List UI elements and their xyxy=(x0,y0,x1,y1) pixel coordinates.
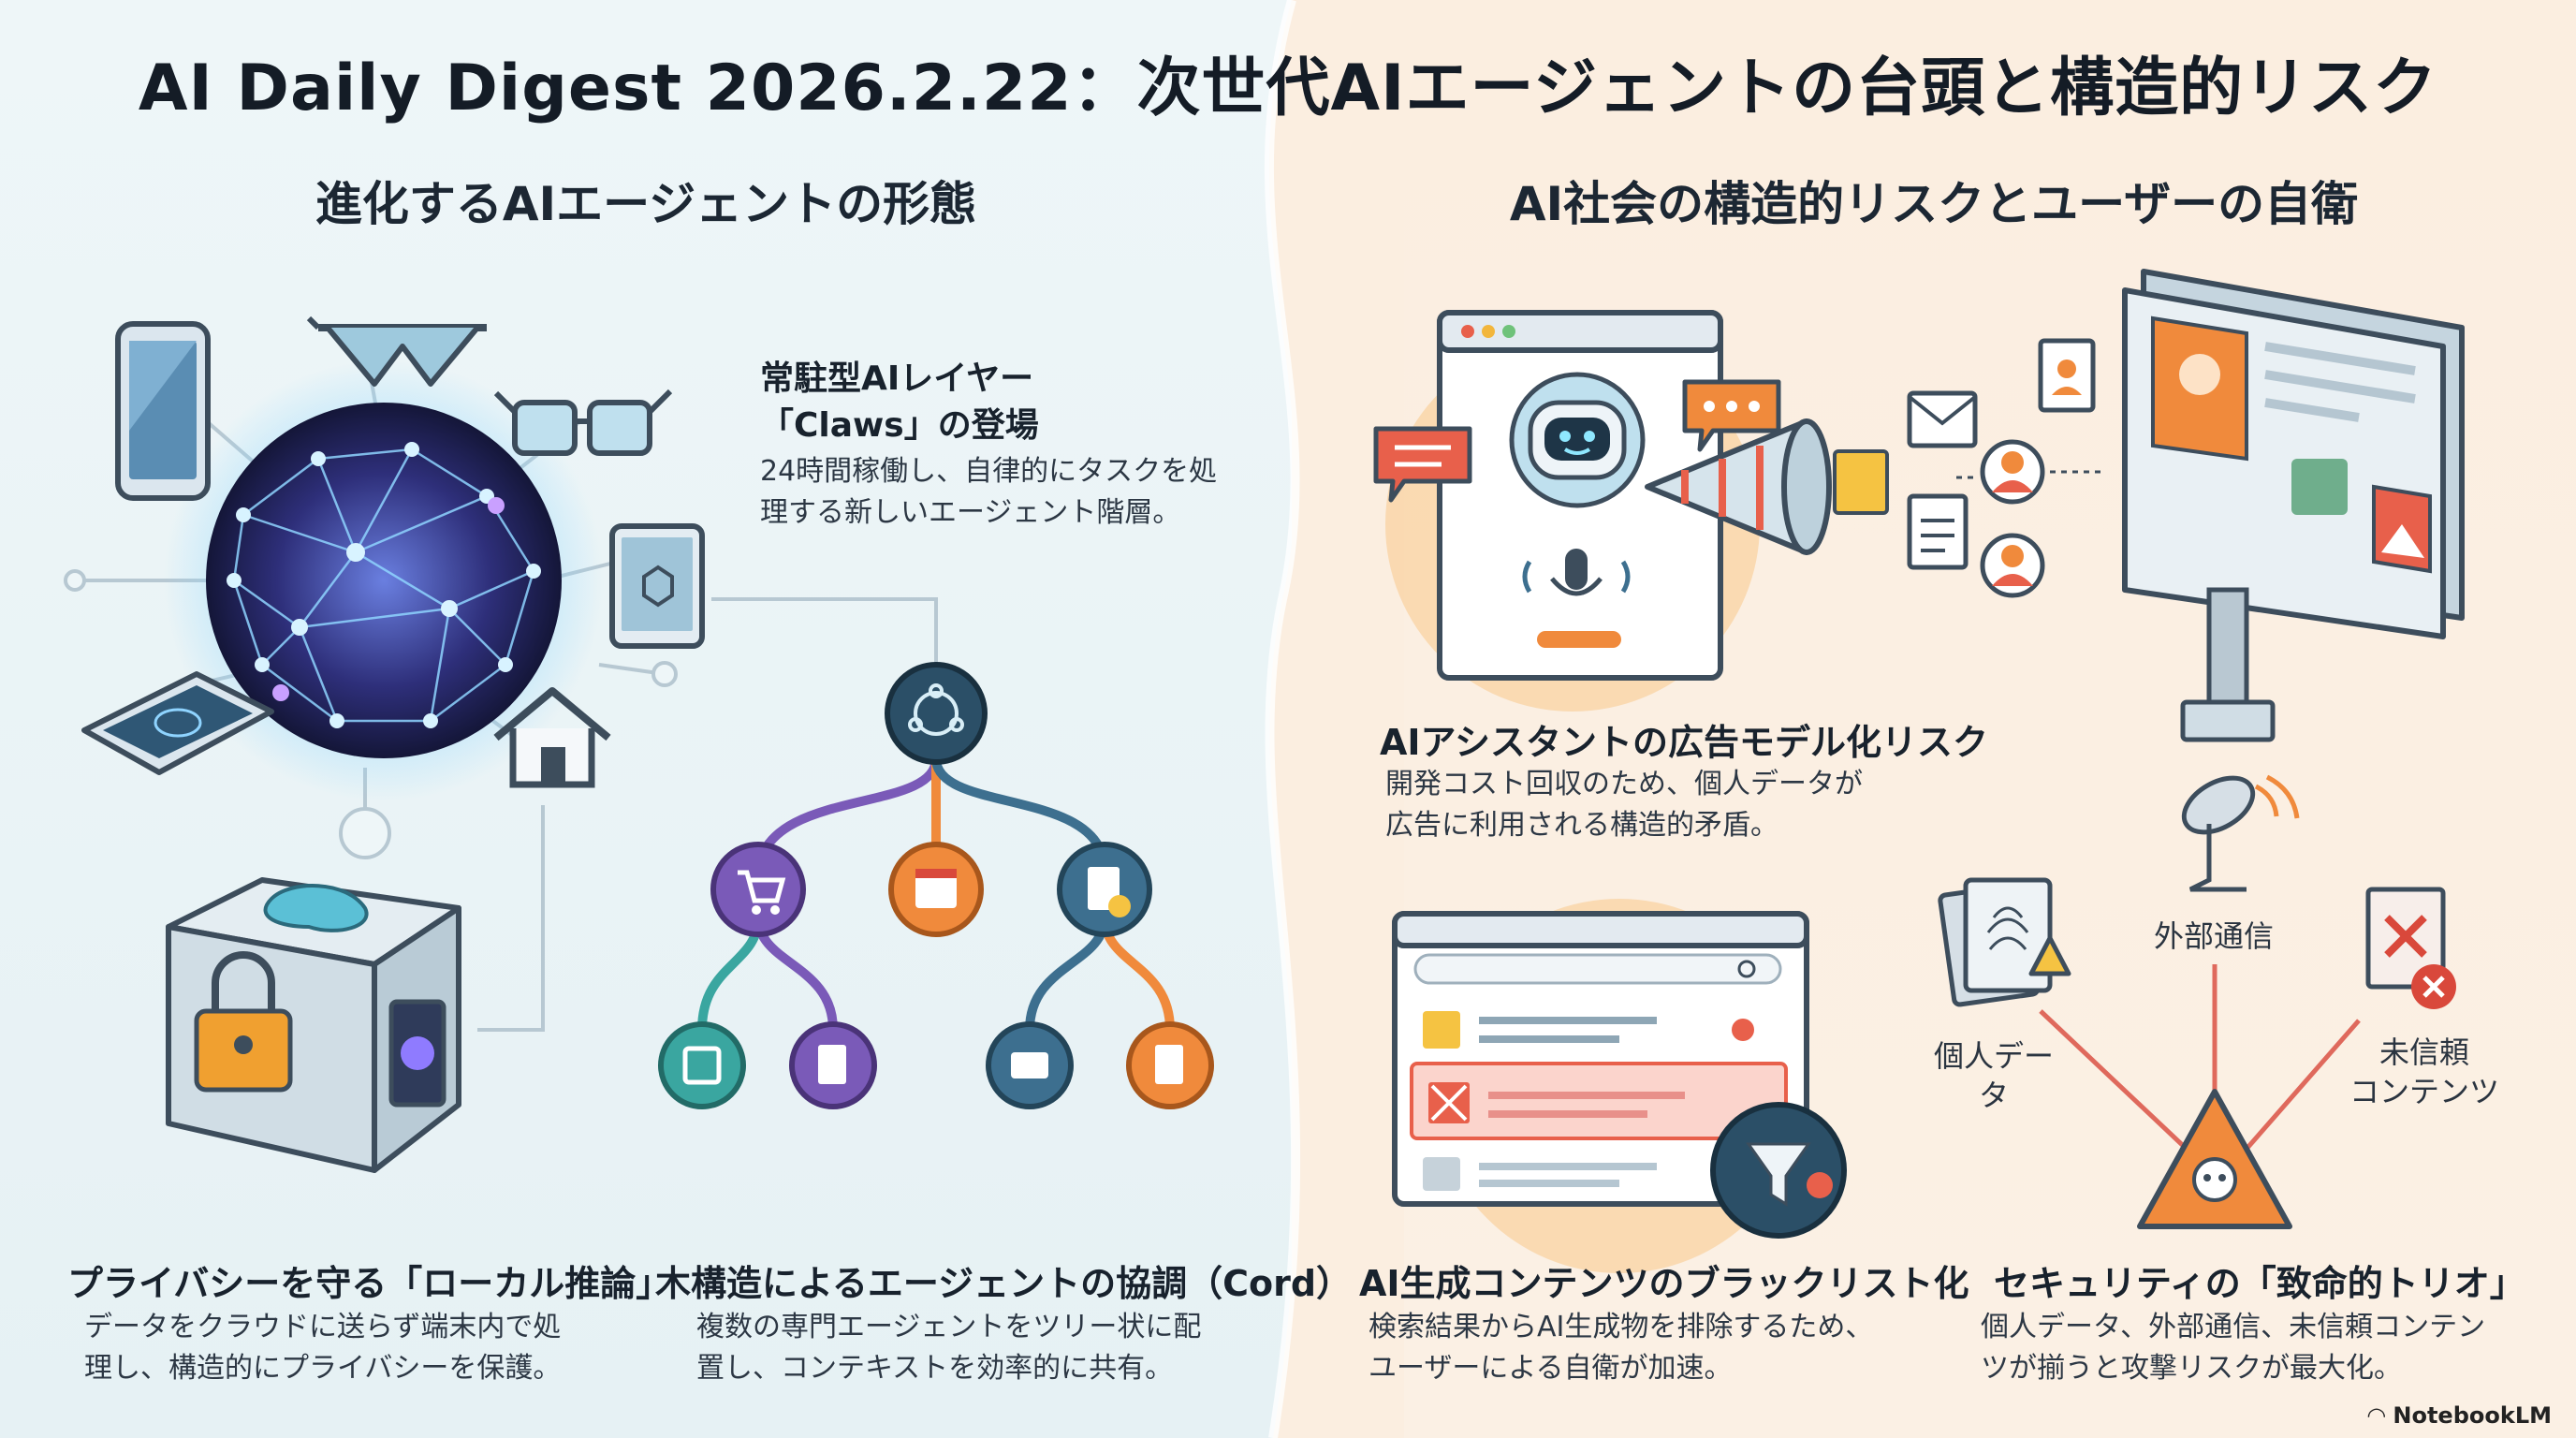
right-section-heading: AI社会の構造的リスクとユーザーの自衛 xyxy=(1509,177,2359,231)
section-divider xyxy=(1264,0,1404,1438)
trio-node-personal-data: 個人データ xyxy=(1933,1038,2054,1113)
trio-node-untrusted-content: 未信頼 コンテンツ xyxy=(2349,1034,2499,1111)
smart-glasses-icon xyxy=(306,315,487,387)
ads-desc-line2: 広告に利用される構造的矛盾。 xyxy=(1385,808,1778,842)
local-desc-line1: データをクラウドに送らず端末内で処 xyxy=(84,1311,562,1343)
tree-root-node xyxy=(885,662,988,765)
trio-node-external-comm: 外部通信 xyxy=(2153,918,2274,954)
cord-title: 木構造によるエージェントの協調（Cord） xyxy=(655,1263,1353,1304)
page-title: AI Daily Digest 2026.2.22：次世代AIエージェントの台頭… xyxy=(138,51,2438,125)
trio-untrusted-line1: 未信頼 xyxy=(2378,1034,2469,1070)
claws-title-line2: 「Claws」の登場 xyxy=(760,406,1039,446)
claws-title-line1: 常駐型AIレイヤー xyxy=(760,360,1034,398)
local-desc-line2: 理し、構造的にプライバシーを保護。 xyxy=(84,1351,562,1385)
tablet-icon xyxy=(609,523,705,649)
glasses-icon xyxy=(493,389,673,456)
local-inference-safe-illustration xyxy=(166,877,461,1173)
notebooklm-logo-icon: ◠ xyxy=(2367,1402,2393,1429)
search-blacklist-illustration xyxy=(1392,899,1847,1273)
lethal-trio-title: セキュリティの「致命的トリオ」 xyxy=(1994,1263,2525,1304)
trio-desc-line2: ツが揃うと攻撃リスクが最大化。 xyxy=(1981,1351,2402,1385)
ad-model-description: 開発コスト回収のため、個人データが 広告に利用される構造的矛盾。 xyxy=(1385,764,1863,845)
blacklist-description: 検索結果からAI生成物を排除するため、 ユーザーによる自衛が加速。 xyxy=(1368,1307,1873,1388)
blacklist-desc-line1: 検索結果からAI生成物を排除するため、 xyxy=(1368,1311,1874,1343)
lethal-trio-description: 個人データ、外部通信、未信頼コンテン ツが揃うと攻撃リスクが最大化。 xyxy=(1981,1307,2485,1388)
cord-desc-line1: 複数の専門エージェントをツリー状に配 xyxy=(696,1311,1202,1343)
billboard-illustration xyxy=(2122,269,2465,742)
left-connector-lines xyxy=(477,597,938,1032)
trio-desc-line1: 個人データ、外部通信、未信頼コンテン xyxy=(1981,1311,2486,1343)
ad-model-title: AIアシスタントの広告モデル化リスク xyxy=(1380,722,1989,763)
claws-desc-line1: 24時間稼働し、自律的にタスクを処 xyxy=(760,455,1218,488)
ad-assistant-illustration xyxy=(1373,310,1889,712)
ads-desc-line1: 開発コスト回収のため、個人データが xyxy=(1385,768,1863,800)
cord-desc-line2: 置し、コンテキストを効率的に共有。 xyxy=(696,1351,1174,1385)
home-icon xyxy=(493,687,611,788)
claws-title: 常駐型AIレイヤー 「Claws」の登場 xyxy=(760,356,1039,450)
agent-tree-diagram xyxy=(658,662,1214,1109)
personal-data-icons xyxy=(1907,338,2106,598)
notebooklm-label: NotebookLM xyxy=(2393,1402,2552,1429)
local-inference-title: プライバシーを守る「ローカル推論」 xyxy=(67,1263,672,1304)
local-inference-description: データをクラウドに送らず端末内で処 理し、構造的にプライバシーを保護。 xyxy=(84,1307,561,1388)
lethal-trio-diagram xyxy=(1938,774,2456,1229)
trio-untrusted-line2: コンテンツ xyxy=(2349,1073,2500,1109)
blacklist-desc-line2: ユーザーによる自衛が加速。 xyxy=(1368,1351,1733,1385)
ai-network-illustration xyxy=(64,345,678,859)
smartphone-icon xyxy=(115,321,211,501)
left-section-heading: 進化するAIエージェントの形態 xyxy=(315,177,977,231)
cord-description: 複数の専門エージェントをツリー状に配 置し、コンテキストを効率的に共有。 xyxy=(696,1307,1201,1388)
claws-desc-line2: 理する新しいエージェント階層。 xyxy=(760,495,1181,529)
claws-description: 24時間稼働し、自律的にタスクを処 理する新しいエージェント階層。 xyxy=(760,451,1217,533)
notebooklm-watermark: ◠ NotebookLM xyxy=(2368,1402,2552,1429)
tablet-flat-icon xyxy=(81,671,274,775)
blacklist-title: AI生成コンテンツのブラックリスト化 xyxy=(1359,1263,1969,1304)
